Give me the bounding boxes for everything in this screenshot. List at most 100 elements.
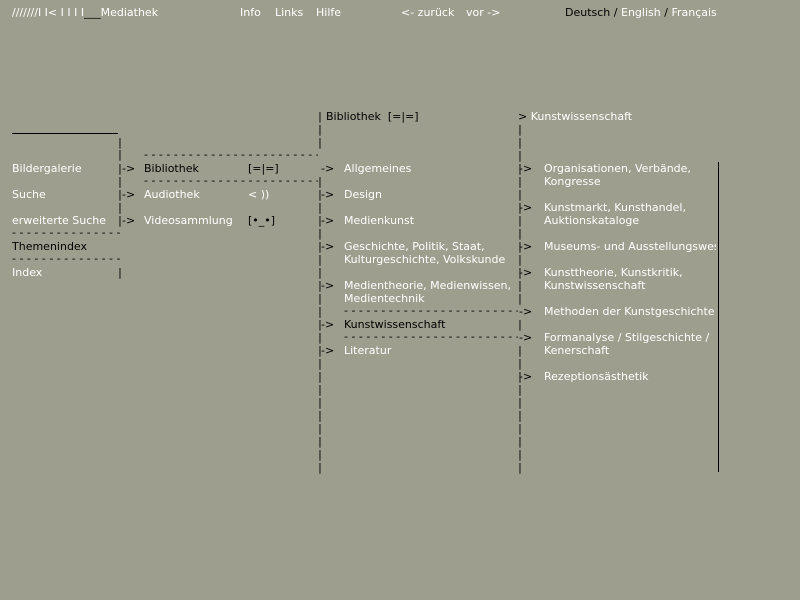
- breadcrumb-bibliothek[interactable]: Bibliothek [=|=]: [326, 110, 419, 123]
- tree-line: |: [318, 383, 322, 396]
- tree-line: |: [318, 370, 322, 383]
- col4-item-kunstmarkt[interactable]: Kunstmarkt, Kunsthandel, Auktionskatalog…: [544, 201, 686, 227]
- col1-item-suche[interactable]: Suche: [12, 188, 46, 201]
- tree-line: |: [318, 435, 322, 448]
- col4-item-rezeptionsaesthetik[interactable]: Rezeptionsästhetik: [544, 370, 649, 383]
- tree-arrow: ->: [519, 201, 533, 214]
- col1-top-rule: [12, 133, 118, 134]
- col4-item-methoden[interactable]: Methoden der Kunstgeschichte: [544, 305, 715, 318]
- tree-arrow: ->: [519, 305, 533, 318]
- tree-line: |: [318, 227, 322, 240]
- col4-item-line: Organisationen, Verbände,: [544, 162, 691, 175]
- tree-line: |: [518, 422, 522, 435]
- col3-item-design[interactable]: Design: [344, 188, 382, 201]
- right-boundary-line: [718, 162, 719, 472]
- nav-links[interactable]: Links: [275, 6, 304, 19]
- tree-arrow: ->: [321, 162, 335, 175]
- tree-line: |: [318, 201, 322, 214]
- tree-line: |: [318, 448, 322, 461]
- col3-item-kunstwissenschaft[interactable]: Kunstwissenschaft: [344, 318, 446, 331]
- col3-item-literatur[interactable]: Literatur: [344, 344, 392, 357]
- tree-line: |: [518, 396, 522, 409]
- col4-item-formanalyse[interactable]: Formanalyse / Stilgeschichte / Kenerscha…: [544, 331, 709, 357]
- logo-mark: ///////I I< I I I I: [12, 6, 85, 19]
- back-link[interactable]: <- zurück: [401, 6, 455, 19]
- tree-line: |: [518, 370, 522, 383]
- dashed-separator: - - - - - - - - - - - - - - - -: [12, 226, 124, 239]
- nav-info[interactable]: Info: [240, 6, 261, 19]
- dashed-separator: - - - - - - - - - - - - - - - -: [12, 252, 124, 265]
- col3-item-allgemeines[interactable]: Allgemeines: [344, 162, 412, 175]
- dashed-separator: - - - - - - - - - - - - - - - - - - - - …: [144, 148, 318, 161]
- tree-line: |: [518, 123, 522, 136]
- tree-line: |: [518, 214, 522, 227]
- col2-item-audiothek[interactable]: Audiothek: [144, 188, 200, 201]
- tree-line: |: [518, 253, 522, 266]
- col2-item-videosammlung[interactable]: Videosammlung: [144, 214, 233, 227]
- col3-item-medientheorie[interactable]: Medientheorie, Medienwissen, Medientechn…: [344, 279, 511, 305]
- col1-item-themenindex[interactable]: Themenindex: [12, 240, 88, 253]
- tree-arrow: ->: [321, 344, 335, 357]
- tree-line: |: [518, 435, 522, 448]
- lang-francais[interactable]: Français: [671, 6, 717, 19]
- tree-arrow: ->: [519, 266, 533, 279]
- tree-line: |: [318, 292, 322, 305]
- col3-item-line: Kulturgeschichte, Volkskunde: [344, 253, 506, 266]
- tree-line: |: [518, 383, 522, 396]
- col4-item-line: Kunstwissenschaft: [544, 279, 646, 292]
- site-title: Mediathek: [100, 6, 159, 19]
- tree-line: |: [318, 253, 322, 266]
- col1-item-bildergalerie[interactable]: Bildergalerie: [12, 162, 82, 175]
- tree-arrow: ->: [321, 214, 335, 227]
- nav-hilfe[interactable]: Hilfe: [316, 6, 342, 19]
- tree-line: |: [518, 461, 522, 474]
- tree-line: |: [318, 175, 322, 188]
- tree-line: |: [518, 448, 522, 461]
- col1-item-index[interactable]: Index: [12, 266, 43, 279]
- tree-line: |: [518, 318, 522, 331]
- col4-item-line: Formanalyse / Stilgeschichte /: [544, 331, 710, 344]
- tree-line: |: [118, 188, 122, 201]
- col3-item-line: Geschichte, Politik, Staat,: [344, 240, 485, 253]
- breadcrumb-kunstwissenschaft[interactable]: > Kunstwissenschaft: [518, 110, 633, 123]
- tree-arrow: ->: [519, 331, 533, 344]
- col4-item-kunsttheorie[interactable]: Kunsttheorie, Kunstkritik, Kunstwissensc…: [544, 266, 683, 292]
- tree-line: |: [318, 305, 322, 318]
- col4-item-museumswesen[interactable]: Museums- und Ausstellungswesen: [544, 240, 716, 253]
- tree-line: |: [518, 409, 522, 422]
- breadcrumb-arrow: >: [518, 110, 528, 123]
- col4-item-line: Kongresse: [544, 175, 601, 188]
- tree-line: |: [518, 162, 522, 175]
- tree-arrow: ->: [519, 240, 533, 253]
- col2-item-bibliothek[interactable]: Bibliothek: [144, 162, 199, 175]
- logo[interactable]: ///////I I< I I I I___Mediathek: [12, 6, 158, 19]
- col4-item-line: Auktionskataloge: [544, 214, 640, 227]
- lang-deutsch[interactable]: Deutsch: [565, 6, 611, 19]
- tree-line: |: [118, 266, 122, 279]
- col3-item-line: Medientheorie, Medienwissen,: [344, 279, 511, 292]
- tree-arrow: ->: [519, 370, 533, 383]
- tree-arrow: ->: [122, 214, 136, 227]
- tree-line: |: [518, 136, 522, 149]
- tree-arrow: ->: [321, 279, 335, 292]
- library-icon: [=|=]: [387, 110, 419, 123]
- col3-item-medienkunst[interactable]: Medienkunst: [344, 214, 415, 227]
- forward-link[interactable]: vor ->: [466, 6, 501, 19]
- tree-line: |: [318, 318, 322, 331]
- tree-line: |: [118, 214, 122, 227]
- col4-item-line: Kunsttheorie, Kunstkritik,: [544, 266, 683, 279]
- tree-line: |: [318, 188, 322, 201]
- lang-english[interactable]: English: [621, 6, 661, 19]
- col4-item-organisationen[interactable]: Organisationen, Verbände, Kongresse: [544, 162, 691, 188]
- tree-line: |: [318, 214, 322, 227]
- col3-item-line: Medientechnik: [344, 292, 425, 305]
- lang-separator: /: [664, 6, 668, 19]
- tree-line: |: [118, 162, 122, 175]
- col3-item-geschichte[interactable]: Geschichte, Politik, Staat, Kulturgeschi…: [344, 240, 505, 266]
- col1-item-erweiterte-suche[interactable]: erweiterte Suche: [12, 214, 107, 227]
- lang-separator: /: [613, 6, 618, 19]
- tree-line: |: [318, 240, 322, 253]
- tree-line: |: [318, 422, 322, 435]
- tree-line: |: [518, 149, 522, 162]
- tree-line: |: [318, 461, 322, 474]
